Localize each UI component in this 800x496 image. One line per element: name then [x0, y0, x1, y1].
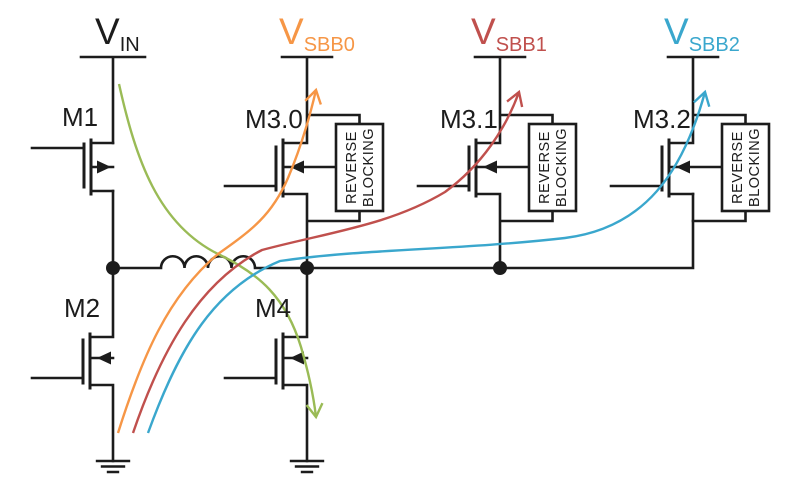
reverse-blocking-text: BLOCKING — [361, 128, 377, 207]
m3_0-reverse-blocking-box — [334, 122, 385, 213]
flow-arrow-input-to-m4 — [117, 83, 324, 420]
m2-mosfet-symbol — [30, 266, 115, 463]
vin-terminal-label: VIN — [95, 11, 140, 55]
vsbb0-label-main: V — [279, 11, 304, 52]
m3_1-output-cell — [416, 55, 578, 270]
m3_1-reverse-blocking-box — [527, 122, 578, 213]
ground-left-icon — [95, 459, 131, 474]
current-flow-curves — [116, 83, 711, 434]
m3_0-label: M3.0 — [245, 104, 303, 134]
vsbb0-terminal-label: VSBB0 — [279, 11, 355, 55]
vsbb2-label-main: V — [664, 11, 689, 52]
junction-dots — [106, 261, 507, 275]
vsbb1-terminal-label: VSBB1 — [471, 11, 547, 55]
m3_0-arrow-icon — [290, 160, 304, 174]
flow-arrow-to-sbb0 — [116, 87, 322, 434]
vsbb1-label-main: V — [471, 11, 496, 52]
vsbb2-label-sub: SBB2 — [688, 34, 740, 56]
circuit-wires — [30, 55, 771, 474]
reverse-blocking-text: REVERSE — [730, 131, 746, 204]
vsbb0-label-sub: SBB0 — [303, 34, 355, 56]
m4-arrow-icon — [290, 351, 304, 365]
flow-arrow-to-sbb1 — [131, 89, 524, 434]
m3_1-label: M3.1 — [440, 104, 498, 134]
node-dot — [106, 261, 120, 275]
m4-mosfet-symbol — [223, 266, 309, 463]
m3_1-arrow-icon — [483, 160, 497, 174]
flow-arrow-to-sbb2 — [146, 89, 711, 434]
reverse-blocking-text: REVERSE — [537, 131, 553, 204]
vsbb1-label-sub: SBB1 — [495, 34, 547, 56]
m3_2-reverse-blocking-box — [720, 122, 771, 213]
reverse-blocking-text: BLOCKING — [554, 128, 570, 207]
vin-label-sub: IN — [119, 34, 140, 56]
node-dot — [300, 261, 314, 275]
m2-arrow-icon — [97, 351, 111, 365]
reverse-blocking-labels: REVERSE BLOCKING REVERSE BLOCKING REVERS… — [344, 128, 763, 207]
node-dot — [493, 261, 507, 275]
m4-label: M4 — [255, 293, 292, 323]
ground-right-icon — [289, 459, 325, 474]
m3_2-output-cell — [609, 55, 771, 223]
m3_2-label: M3.2 — [633, 104, 691, 134]
m1-arrow-icon — [97, 160, 111, 174]
vin-label-main: V — [95, 11, 120, 52]
reverse-blocking-text: REVERSE — [344, 131, 360, 204]
reverse-blocking-text: BLOCKING — [747, 128, 763, 207]
m3_2-arrow-icon — [676, 160, 690, 174]
m1-mosfet-symbol — [30, 138, 115, 196]
m1-label: M1 — [62, 102, 99, 132]
vsbb2-terminal-label: VSBB2 — [664, 11, 740, 55]
m2-label: M2 — [64, 293, 101, 323]
vin-rail — [79, 55, 147, 270]
